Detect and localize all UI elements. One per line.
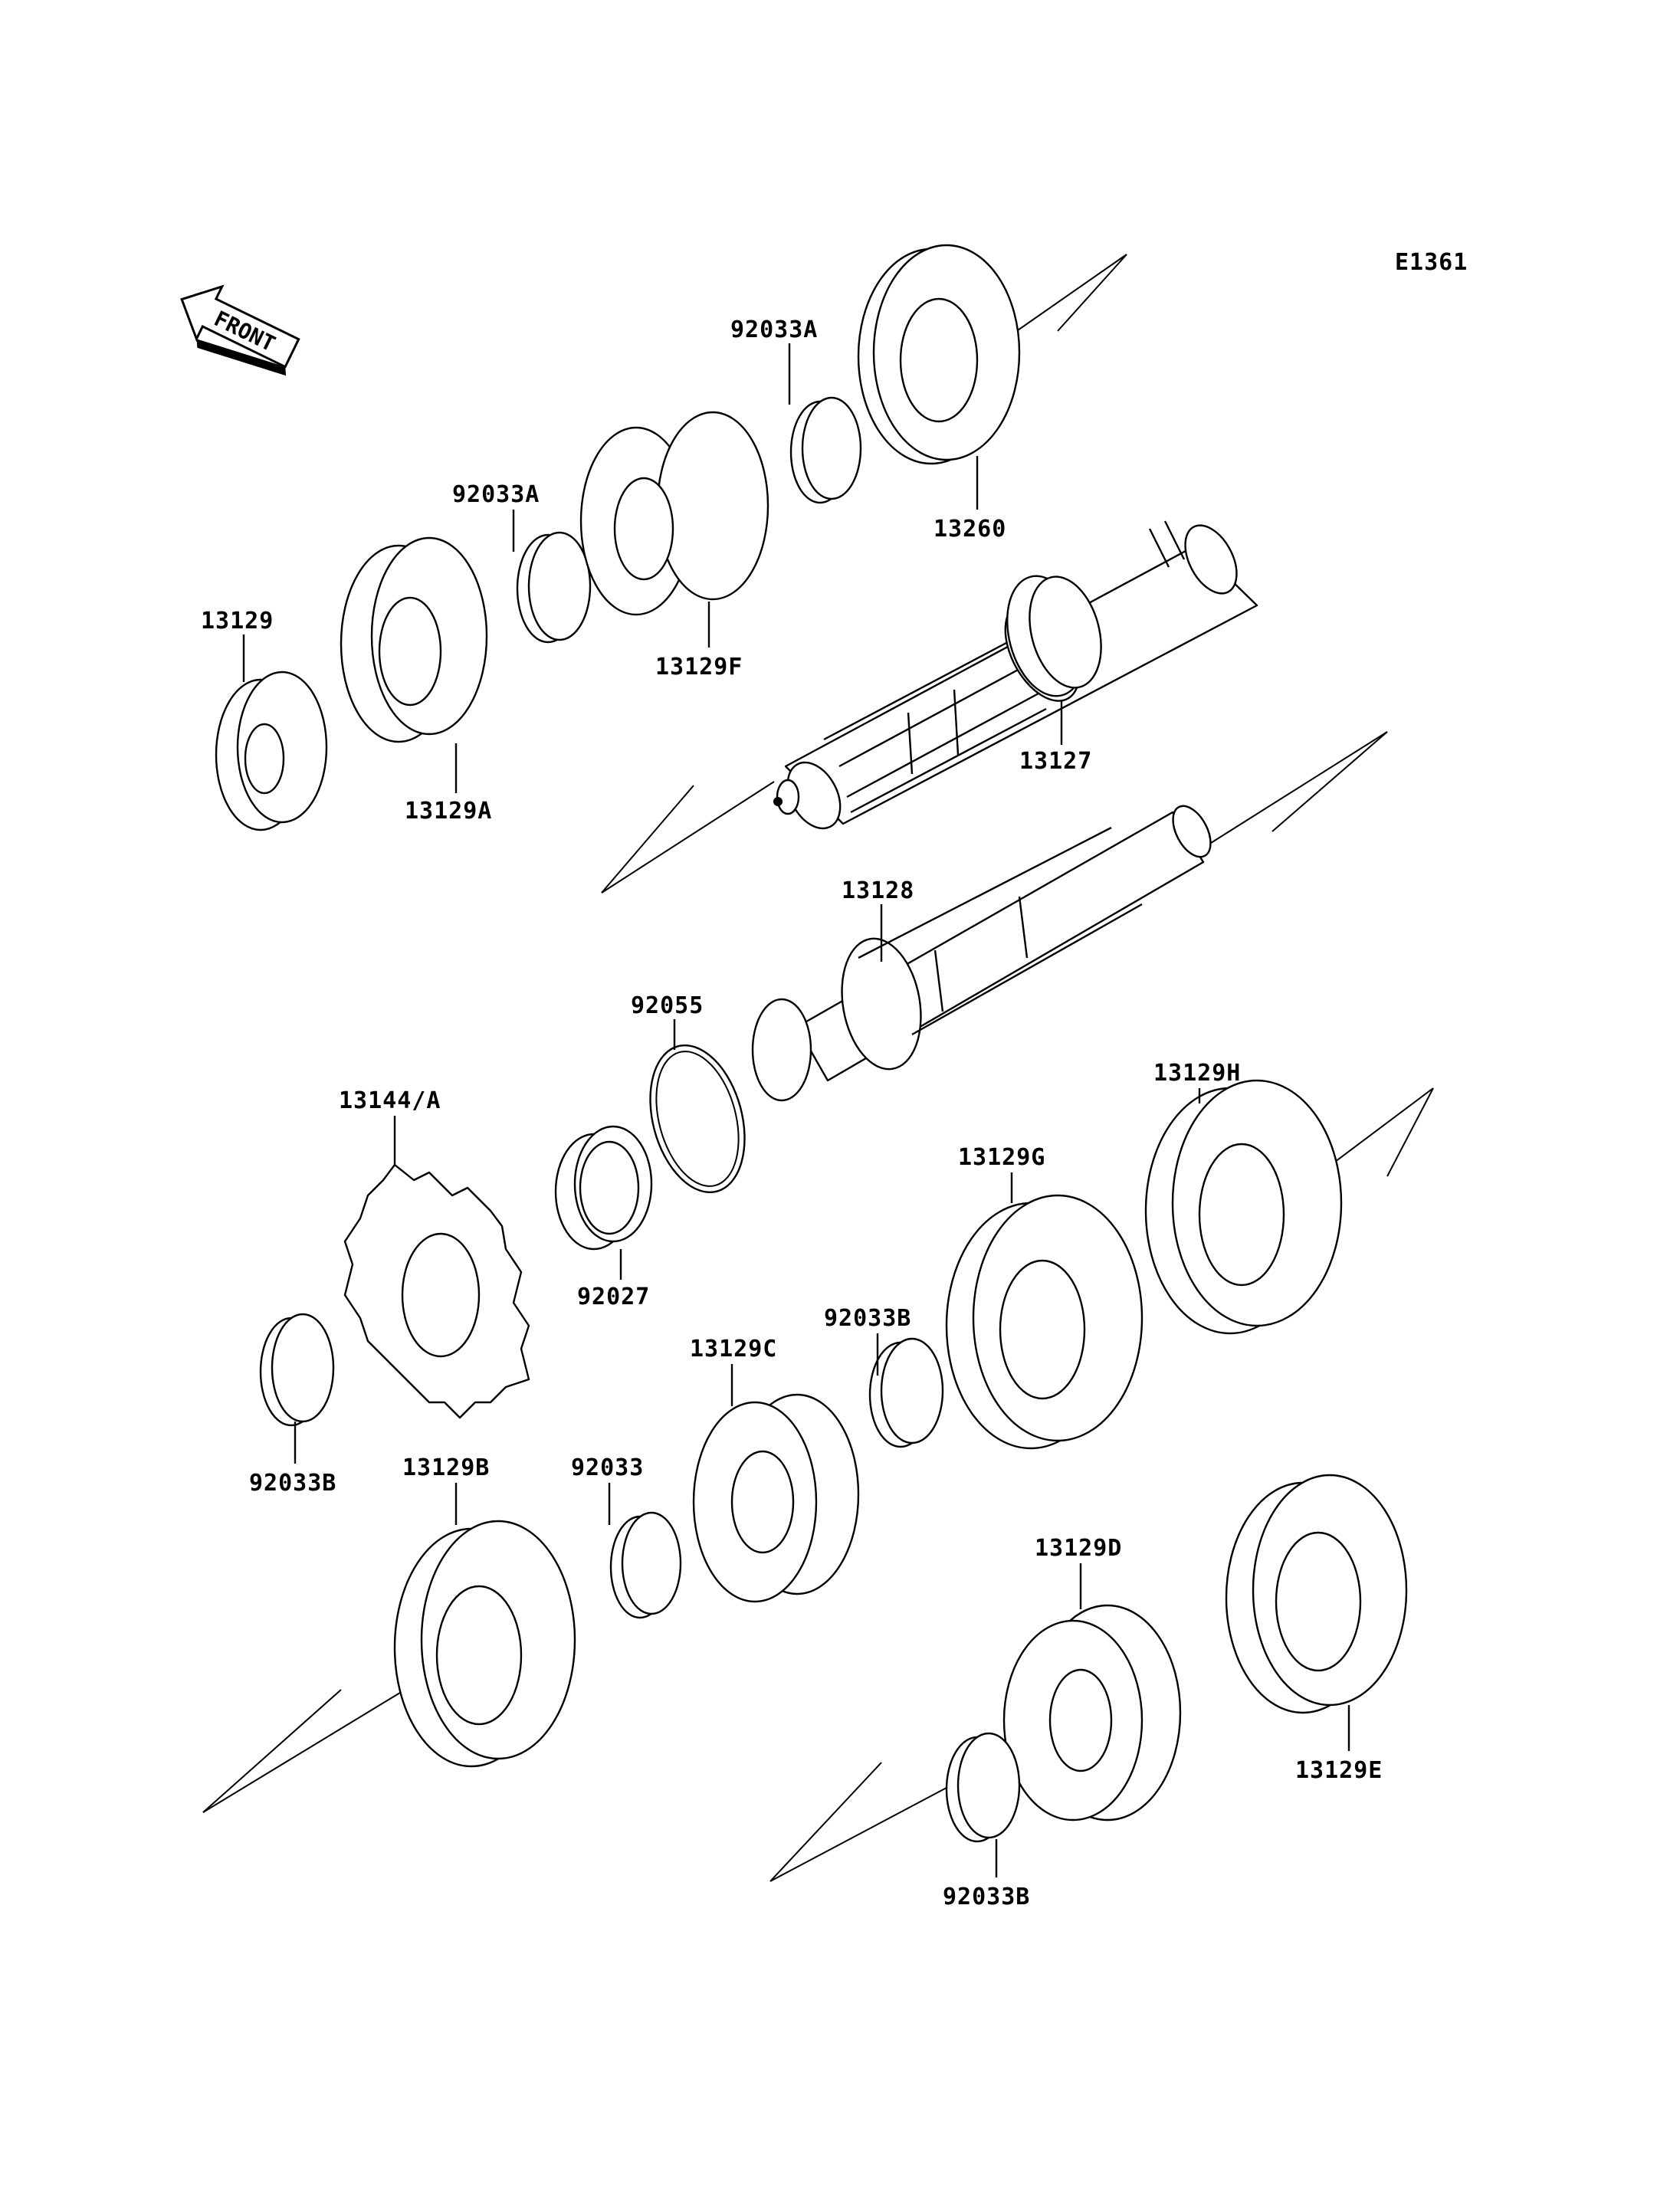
- shaft-13128: [751, 805, 1212, 1102]
- label-13129H: 13129H: [1153, 1060, 1241, 1087]
- label-92033A-2: 92033A: [730, 316, 818, 343]
- label-13129B: 13129B: [402, 1454, 490, 1481]
- label-92033B-1: 92033B: [824, 1305, 911, 1332]
- gear-13129C: [692, 1393, 860, 1603]
- gear-13129B: [393, 1520, 576, 1768]
- circlip-92033A-1: [516, 531, 592, 644]
- upper-axis-guides: [601, 254, 1127, 894]
- label-13260: 13260: [934, 516, 1006, 543]
- gear-13129E: [1225, 1474, 1408, 1714]
- lower-axis-guides: [202, 731, 1434, 1882]
- leader-lines: [242, 343, 1350, 1877]
- label-92033B-3: 92033B: [943, 1884, 1030, 1910]
- label-13127: 13127: [1019, 748, 1092, 775]
- oring-92055: [649, 1044, 746, 1194]
- label-92033A-1: 92033A: [452, 481, 540, 508]
- gear-13260: [857, 244, 1021, 465]
- label-13129: 13129: [201, 608, 274, 635]
- circlip-92033: [609, 1511, 682, 1619]
- label-13129D: 13129D: [1035, 1535, 1122, 1562]
- label-13128: 13128: [842, 877, 914, 904]
- label-13144A: 13144/A: [339, 1087, 441, 1114]
- gear-on-13127: [1006, 575, 1102, 697]
- shaft-13127: [773, 520, 1258, 830]
- label-13129G: 13129G: [958, 1144, 1045, 1171]
- collar-92027: [554, 1125, 653, 1251]
- gear-13129A: [340, 536, 488, 743]
- label-92033: 92033: [571, 1454, 644, 1481]
- label-13129E: 13129E: [1295, 1757, 1383, 1784]
- diagram-code: E1361: [1395, 249, 1468, 276]
- gear-13129: [215, 671, 328, 831]
- label-92055: 92055: [631, 992, 704, 1019]
- circlip-92033A-2: [789, 396, 862, 504]
- label-13129A: 13129A: [405, 798, 492, 825]
- gear-13129F: [579, 411, 769, 616]
- sprocket-13144A: [343, 1163, 530, 1419]
- label-92033B-2: 92033B: [249, 1470, 336, 1497]
- part-labels: 13129 13129A 92033A 13129F 92033A 13260 …: [201, 316, 1383, 1910]
- gear-13129H: [1144, 1079, 1343, 1335]
- gear-13129G: [945, 1194, 1144, 1450]
- gear-13129D: [1002, 1604, 1182, 1822]
- front-arrow-icon: FRONT: [180, 284, 300, 376]
- circlip-92033B-3: [945, 1732, 1021, 1843]
- label-13129F: 13129F: [655, 654, 743, 680]
- label-13129C: 13129C: [690, 1336, 777, 1362]
- circlip-92033B-1: [259, 1313, 335, 1427]
- circlip-92033B-2: [868, 1337, 944, 1448]
- label-92027: 92027: [577, 1284, 650, 1310]
